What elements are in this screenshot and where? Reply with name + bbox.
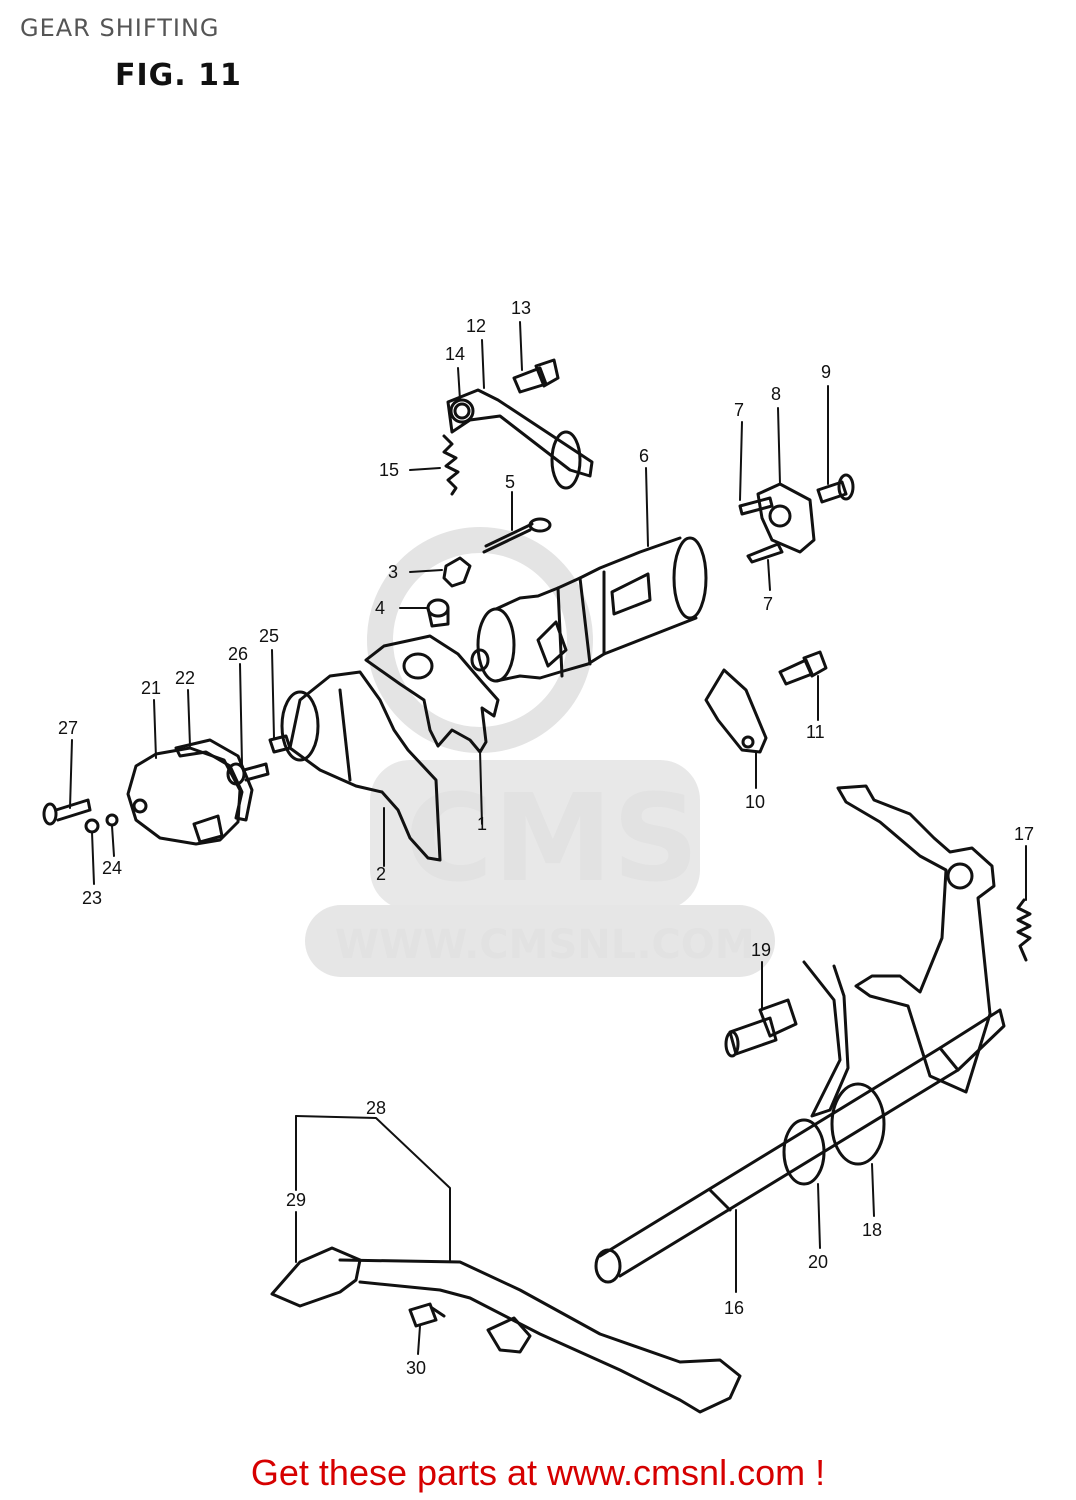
- callout-23: 23: [82, 888, 102, 908]
- callout-11: 11: [806, 722, 825, 742]
- callout-30: 30: [406, 1358, 426, 1378]
- shift-arm-drawing: [802, 784, 996, 1118]
- callouts: 1 2 3 4 5 6 7 7 8 9 10 11 12 13 14 15 16…: [58, 298, 1034, 1378]
- callout-14: 14: [445, 344, 465, 364]
- bolt-19-drawing: [724, 998, 798, 1058]
- bolt-30-drawing: [408, 1302, 446, 1328]
- washer-24-drawing: [105, 813, 119, 827]
- callout-15: 15: [379, 460, 399, 480]
- screw-23-drawing: [84, 818, 100, 834]
- callout-9: 9: [821, 362, 831, 382]
- plate-10-drawing: [704, 668, 768, 754]
- washer-14-drawing: [449, 398, 475, 424]
- bolt-13-drawing: [512, 358, 560, 394]
- pin-5-drawing: [482, 517, 552, 554]
- spring-17-drawing: [1016, 898, 1032, 962]
- pin-25-drawing: [268, 734, 292, 754]
- screw-26-drawing: [226, 762, 270, 786]
- washer-18-drawing: [830, 1082, 886, 1166]
- callout-7-upper: 7: [734, 400, 744, 420]
- callout-7-lower: 7: [763, 594, 773, 614]
- callout-16: 16: [724, 1298, 744, 1318]
- callout-24: 24: [102, 858, 122, 878]
- cam-plate-8-drawing: [756, 482, 816, 554]
- watermark-logo-text: CMS: [405, 770, 699, 909]
- callout-13: 13: [511, 298, 531, 318]
- callout-26: 26: [228, 644, 248, 664]
- gearshift-shaft-16-drawing: [594, 1008, 1006, 1284]
- callout-28: 28: [366, 1098, 386, 1118]
- callout-2: 2: [376, 864, 386, 884]
- shift-fork-1-drawing: [364, 634, 500, 754]
- callout-1: 1: [477, 814, 487, 834]
- pin-3-drawing: [442, 556, 472, 588]
- washer-20-drawing: [782, 1118, 826, 1186]
- callout-17: 17: [1014, 824, 1034, 844]
- callout-5: 5: [505, 472, 515, 492]
- callout-25: 25: [259, 626, 279, 646]
- gearshift-pedal-28-drawing: [270, 1246, 742, 1414]
- cam-drum-6-drawing: [470, 536, 708, 683]
- screw-27-drawing: [42, 798, 92, 826]
- pin-7-lower-drawing: [746, 542, 784, 564]
- leader-lines: [69, 321, 1027, 1355]
- watermark-url-text: WWW.CMSNL.COM: [335, 922, 755, 968]
- callout-21: 21: [141, 678, 161, 698]
- callout-20: 20: [808, 1252, 828, 1272]
- callout-8: 8: [771, 384, 781, 404]
- callout-27: 27: [58, 718, 78, 738]
- cover-21-drawing: [126, 746, 242, 846]
- callout-6: 6: [639, 446, 649, 466]
- page-title: GEAR SHIFTING: [20, 14, 220, 42]
- stopper-plate-drawing: [446, 388, 594, 490]
- footer-promo-text: Get these parts at www.cmsnl.com !: [250, 1452, 826, 1493]
- callout-19: 19: [751, 940, 771, 960]
- callout-18: 18: [862, 1220, 882, 1240]
- roller-4-drawing: [426, 598, 450, 628]
- callout-12: 12: [466, 316, 486, 336]
- callout-10: 10: [745, 792, 765, 812]
- watermark: CMS WWW.CMSNL.COM: [305, 527, 775, 977]
- spring-15-drawing: [442, 434, 460, 496]
- callout-4: 4: [375, 598, 385, 618]
- callout-29: 29: [286, 1190, 306, 1210]
- callout-22: 22: [175, 668, 195, 688]
- callout-3: 3: [388, 562, 398, 582]
- pin-7-upper-drawing: [738, 496, 774, 516]
- shift-fork-2-drawing: [280, 670, 442, 862]
- figure-label: FIG. 11: [115, 58, 242, 93]
- bolt-9-drawing: [816, 473, 855, 504]
- bolt-11-drawing: [778, 650, 828, 686]
- gasket-22-drawing: [174, 738, 254, 822]
